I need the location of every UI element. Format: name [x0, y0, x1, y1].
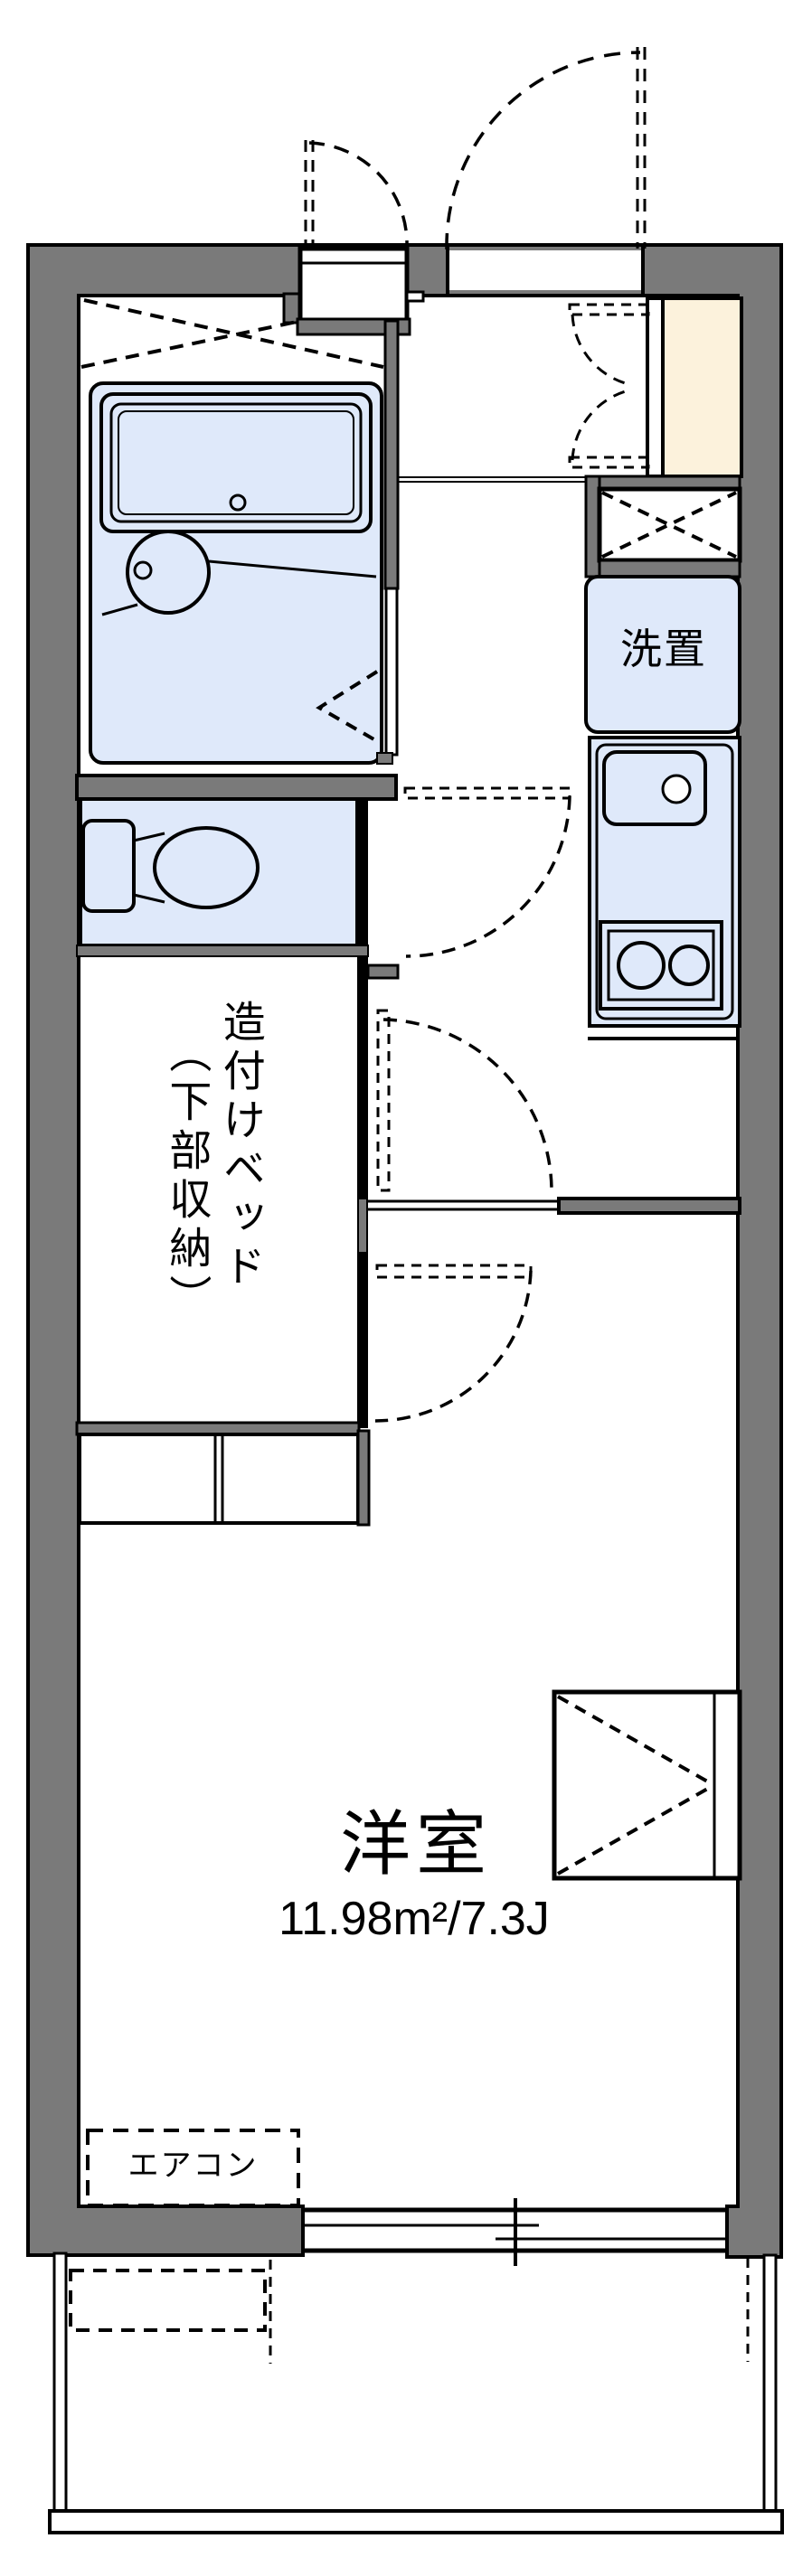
hall-door-leaf — [376, 1009, 391, 1192]
kitchen — [588, 736, 741, 1040]
toilet-room — [76, 797, 369, 1428]
balcony — [48, 2252, 784, 2534]
balcony-equipment-box — [69, 2269, 267, 2332]
genkan — [398, 296, 743, 578]
bed-label-main: 造付けベッド — [216, 1000, 265, 1293]
balcony-wall-right — [762, 2253, 778, 2513]
basin-drain — [133, 560, 153, 580]
bed-room — [75, 964, 400, 1527]
main-room-door-leaf — [375, 1264, 533, 1279]
bed-label: （下部収納） 造付けベッド — [163, 1000, 265, 1397]
closet-door-upper — [568, 303, 650, 316]
washroom-door-leaf — [403, 786, 571, 800]
entrance-floor — [661, 296, 743, 478]
vanity-counter-line — [208, 559, 377, 578]
burner-right — [668, 945, 710, 986]
balcony-wall-left — [52, 2252, 68, 2513]
entrance-door-arc — [445, 51, 641, 250]
overhead-cabinet-cross — [83, 298, 384, 369]
corridor-doors — [368, 786, 571, 1423]
tub-drain — [229, 494, 247, 512]
bath-door-swing-chevron — [316, 670, 379, 743]
entrance-alcove — [296, 246, 425, 336]
washer-space-box — [584, 575, 741, 734]
shoe-cabinet — [646, 296, 665, 478]
bathroom — [80, 298, 384, 765]
main-room-door-arc — [374, 1270, 533, 1423]
bed-label-sub: （下部収納） — [163, 1030, 212, 1323]
under-bed-storage-counter — [78, 1433, 360, 1525]
entry-door-swings — [304, 47, 647, 250]
closet — [552, 1689, 742, 1881]
balcony-edge — [48, 2509, 784, 2534]
washer-label: 洗置 — [620, 625, 707, 672]
bath-door — [384, 587, 399, 757]
faucet — [661, 774, 692, 804]
room-name-label: 洋室 — [339, 1804, 492, 1884]
room-area-label: 11.98m²/7.3J — [279, 1893, 550, 1945]
burner-left — [617, 941, 666, 990]
main-room — [86, 1689, 742, 2266]
stove — [599, 920, 723, 1011]
hall-door-arc — [382, 1018, 553, 1194]
kitchen-sink — [602, 750, 707, 826]
washbasin — [126, 530, 211, 615]
meter-box-door-arc — [308, 141, 409, 247]
bathtub — [99, 392, 373, 533]
toilet-bowl — [153, 826, 260, 909]
outer-walls — [26, 243, 783, 2259]
aircon-box — [86, 2129, 300, 2207]
toilet-tank — [81, 819, 136, 913]
toilet-bed-wall — [357, 799, 368, 1428]
closet-door-lower — [568, 456, 650, 469]
washroom-door-arc — [405, 795, 571, 958]
aircon-label: エアコン — [127, 2148, 259, 2183]
hall-mainroom-wall — [557, 1197, 741, 1215]
